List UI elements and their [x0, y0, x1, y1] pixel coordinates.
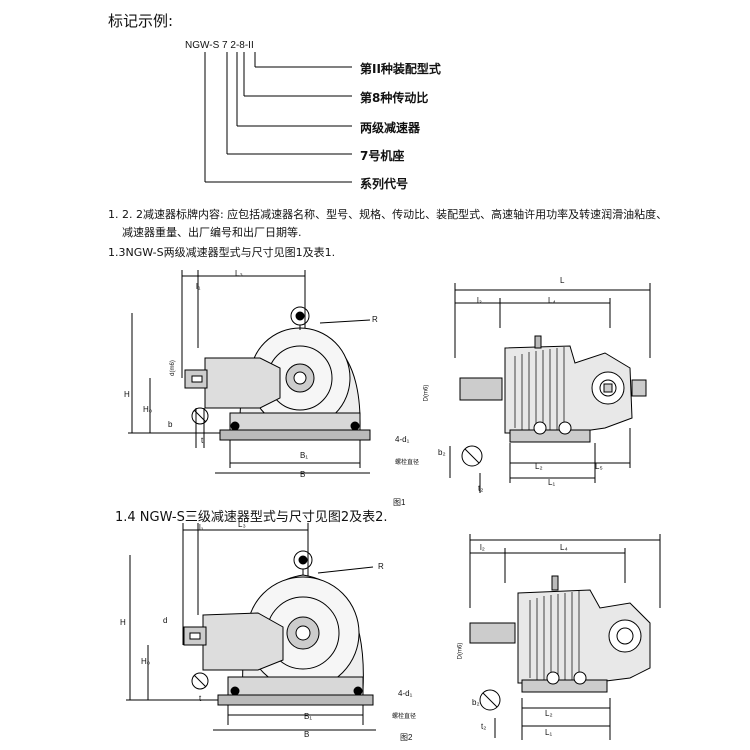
fig2-label-L4: L₄ — [560, 543, 568, 552]
fig2-label-l2: l₂ — [480, 543, 485, 552]
fig2-label-H: H — [120, 618, 126, 627]
fig1-label-H0: H₀ — [143, 405, 153, 414]
meaning-series: 系列代号 — [360, 177, 409, 191]
fig1-label-b2: b₂ — [438, 448, 446, 457]
fig1-label-L2: L₂ — [535, 462, 543, 471]
meaning-ratio: 第8种传动比 — [360, 91, 429, 105]
fig2-label-bolt: 4-d₁ — [398, 689, 413, 698]
model-code-leader-lines — [204, 52, 352, 183]
fig1-label-bolt-note: 螺栓直径 — [395, 460, 420, 466]
fig2-label-l1: l₁ — [199, 523, 204, 532]
fig2-label-R: R — [378, 562, 384, 571]
fig1-label-B1: B₁ — [300, 451, 309, 460]
fig2-label-D: D(m6) — [457, 642, 464, 660]
fig2-label-b2: b₂ — [472, 698, 480, 707]
fig1-label-L4: L₄ — [548, 296, 556, 305]
fig1-caption: 图1 — [393, 498, 406, 507]
fig1-label-B: B — [300, 470, 306, 479]
fig1-label-l1: l₁ — [196, 282, 201, 291]
fig2-label-bolt-note: 螺栓直径 — [392, 714, 417, 720]
paragraph-1-3: 1.3NGW-S两级减速器型式与尺寸见图1及表1. — [108, 246, 336, 259]
fig1-front-view-drawing — [128, 270, 371, 474]
fig2-label-B1: B₁ — [304, 712, 313, 721]
model-code: NGW-S 7 2-8-II — [185, 40, 254, 51]
paragraph-1-4: 1.4 NGW-S三级减速器型式与尺寸见图2及表2. — [115, 510, 388, 525]
fig1-label-L3: L₃ — [235, 269, 243, 278]
fig1-label-t: t — [201, 436, 204, 445]
meaning-assembly: 第II种装配型式 — [360, 62, 441, 76]
fig2-caption: 图2 — [400, 733, 413, 742]
fig1-label-D: D(m6) — [423, 384, 430, 402]
fig2-front-view-drawing — [126, 523, 376, 731]
fig2-label-L2: L₂ — [545, 709, 553, 718]
fig1-label-L1: L₁ — [548, 478, 556, 487]
fig1-side-view-drawing — [449, 283, 651, 493]
fig2-label-t: t — [199, 694, 202, 703]
fig1-label-t2: t₂ — [478, 484, 484, 493]
fig2-side-view-drawing — [469, 534, 661, 740]
fig1-label-d: d(m6) — [169, 360, 176, 376]
page-title: 标记示例: — [108, 12, 174, 30]
fig1-label-bolt: 4-d₁ — [395, 435, 410, 444]
paragraph-1-2-2-line1: 1. 2. 2减速器标牌内容: 应包括减速器名称、型号、规格、传动比、装配型式、… — [108, 208, 668, 221]
fig1-label-H: H — [124, 390, 130, 399]
fig1-label-R: R — [372, 315, 378, 324]
fig1-label-l2: l₂ — [477, 296, 482, 305]
fig1-label-L5: L₅ — [595, 462, 603, 471]
fig2-label-t2: t₂ — [481, 722, 487, 731]
fig1-label-L: L — [560, 276, 565, 285]
paragraph-1-2-2-line2: 减速器重量、出厂编号和出厂日期等. — [122, 226, 302, 239]
fig1-label-b: b — [168, 420, 173, 429]
meaning-stages: 两级减速器 — [360, 121, 421, 135]
fig2-label-B: B — [304, 730, 310, 739]
fig2-label-L1: L₁ — [545, 728, 553, 737]
fig2-label-d: d — [163, 616, 168, 625]
fig2-label-L3: L₃ — [238, 520, 246, 529]
fig2-label-H0: H₀ — [141, 657, 151, 666]
meaning-frame: 7号机座 — [360, 149, 405, 163]
